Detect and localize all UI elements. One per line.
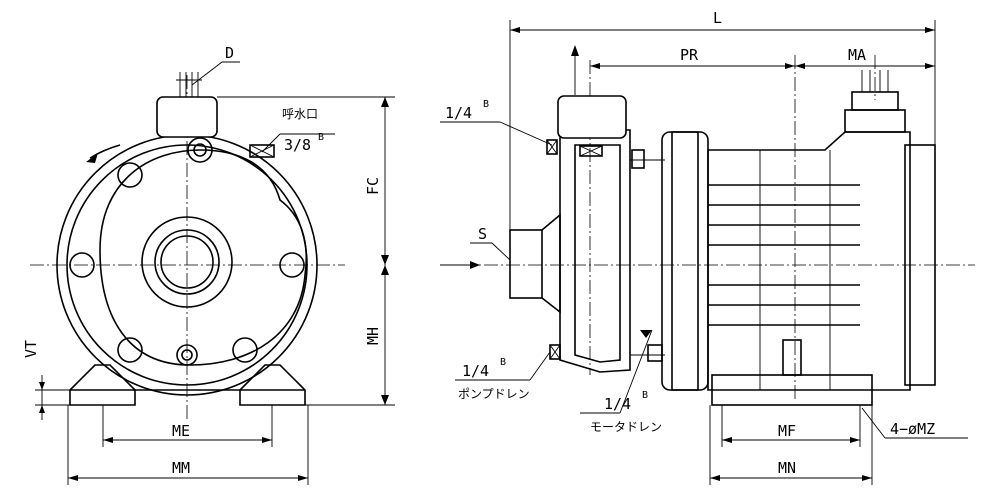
label-PR: PR <box>680 46 699 64</box>
label-priming-size-sup: B <box>318 132 324 143</box>
side-view: L PR MA 1/4 B S 1/4 B ポンプドレン 1/4 B モータドレ… <box>440 9 975 485</box>
label-ME: ME <box>172 422 190 440</box>
label-pump-drain-size: 1/4 <box>462 362 489 380</box>
label-priming-port: 呼水口 <box>282 107 318 121</box>
label-MH: MH <box>364 327 382 345</box>
label-MF: MF <box>778 422 796 440</box>
label-pump-drain-sup: B <box>500 357 506 368</box>
label-quarter-top: 1/4 <box>445 104 472 122</box>
label-motor-drain-sup: B <box>642 390 648 401</box>
label-D: D <box>225 44 234 62</box>
label-MA: MA <box>848 46 866 64</box>
label-holes: 4−øMZ <box>890 420 935 438</box>
label-quarter-top-sup: B <box>483 99 489 110</box>
label-motor-drain-size: 1/4 <box>604 395 631 413</box>
label-FC: FC <box>364 177 382 195</box>
label-priming-size: 3/8 <box>284 136 311 154</box>
label-L: L <box>713 9 722 27</box>
front-view: D 呼水口 3/8 B FC MH VT ME <box>22 44 395 485</box>
label-pump-drain: ポンプドレン <box>458 387 530 401</box>
label-MM: MM <box>172 459 190 477</box>
label-VT: VT <box>22 340 40 358</box>
label-MN: MN <box>778 459 796 477</box>
label-S: S <box>478 225 487 243</box>
label-motor-drain: モータドレン <box>590 420 662 434</box>
